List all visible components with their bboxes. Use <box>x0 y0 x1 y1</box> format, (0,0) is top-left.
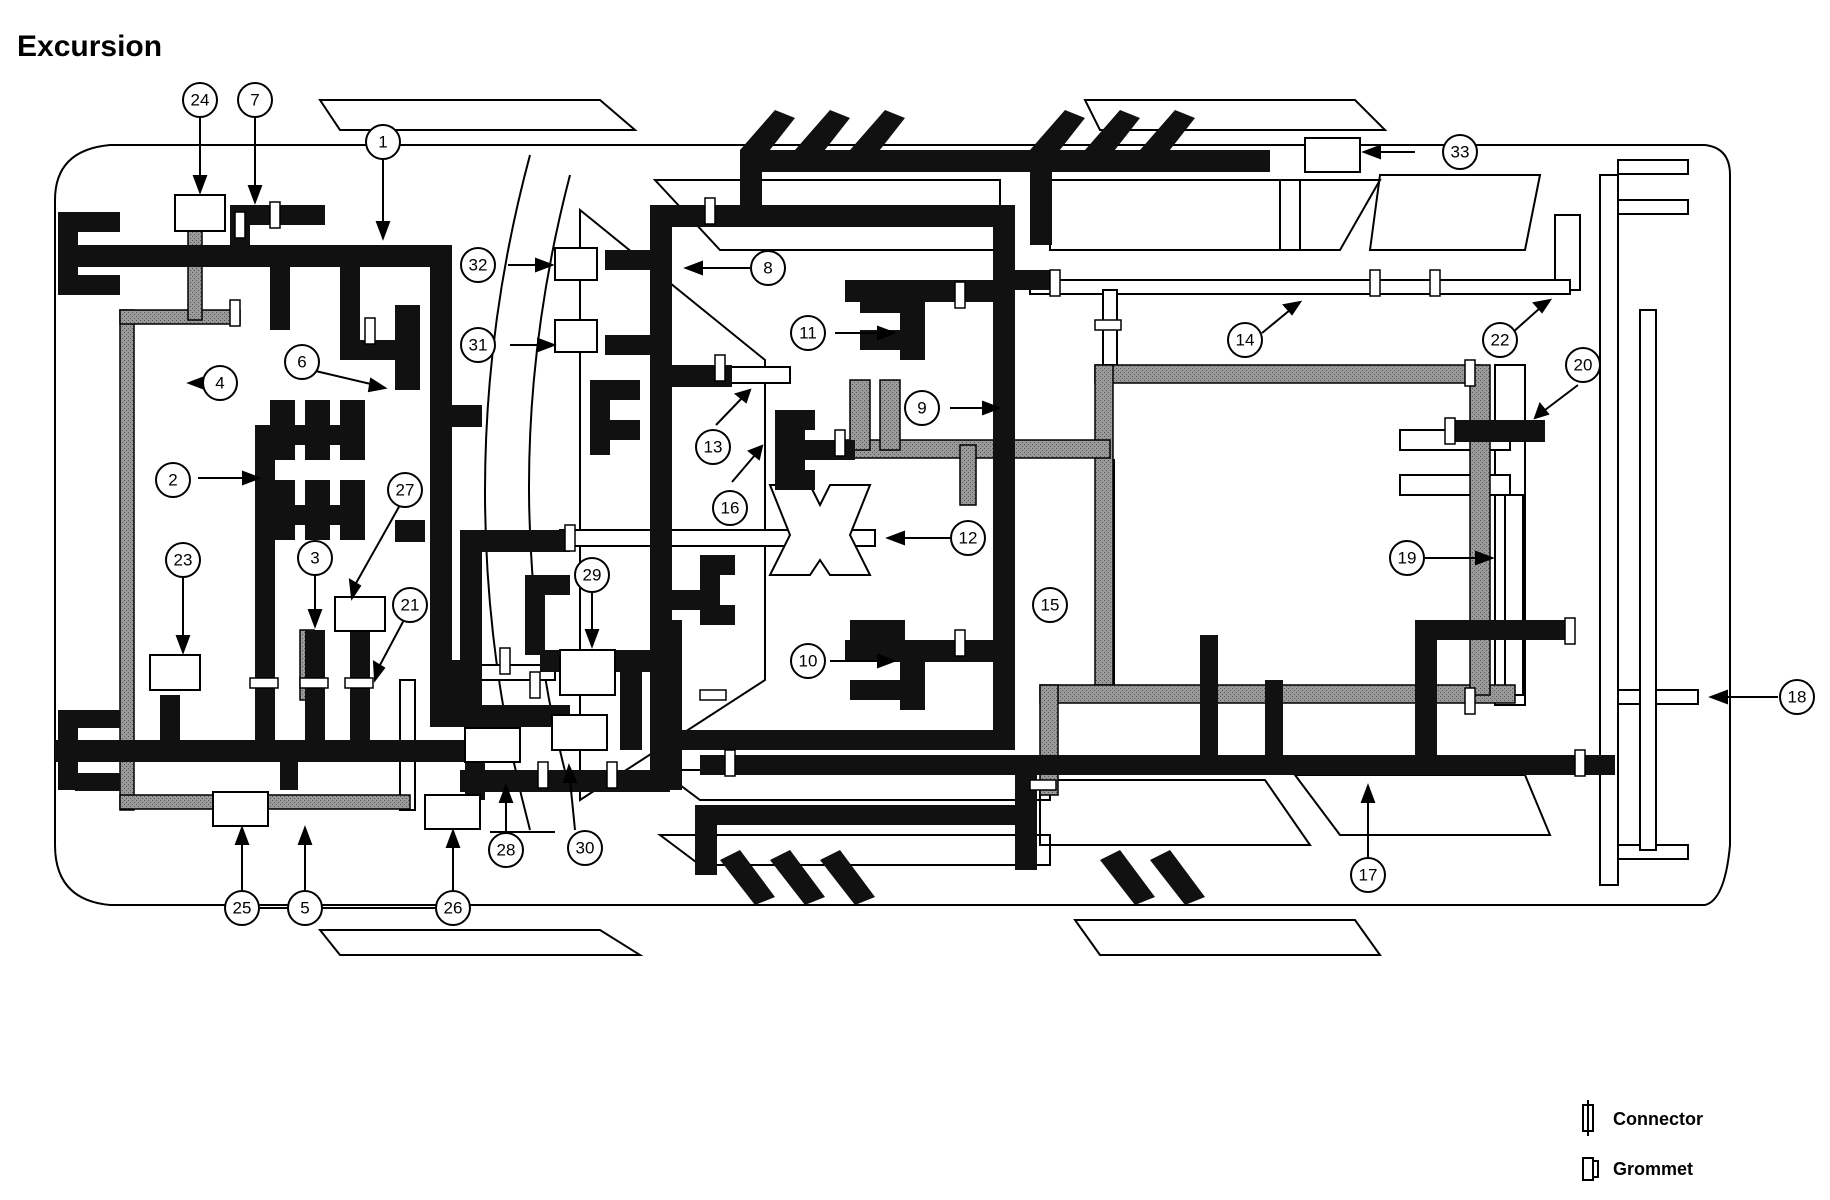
callout-label-5: 5 <box>300 899 309 918</box>
callout-label-27: 27 <box>396 481 415 500</box>
vehicle-body <box>54 99 1731 956</box>
callout-label-10: 10 <box>799 652 818 671</box>
callout-6 <box>284 344 320 380</box>
callout-label-25: 25 <box>233 899 252 918</box>
callout-17 <box>1350 857 1386 893</box>
callout-11 <box>790 315 826 351</box>
callout-9 <box>904 390 940 426</box>
legend-grommet-label: Grommet <box>1613 1159 1693 1179</box>
callout-1 <box>365 124 401 160</box>
callout-label-31: 31 <box>469 336 488 355</box>
callout-label-6: 6 <box>297 353 306 372</box>
callout-4 <box>202 365 238 401</box>
callout-label-12: 12 <box>959 529 978 548</box>
callout-label-17: 17 <box>1359 866 1378 885</box>
callout-25 <box>224 890 260 926</box>
callout-12 <box>950 520 986 556</box>
callout-26 <box>435 890 471 926</box>
callout-23 <box>165 542 201 578</box>
callout-24 <box>182 82 218 118</box>
callout-label-23: 23 <box>174 551 193 570</box>
callout-27 <box>387 472 423 508</box>
callout-label-20: 20 <box>1574 356 1593 375</box>
black-harness <box>55 110 1615 905</box>
callout-label-28: 28 <box>497 841 516 860</box>
callout-8 <box>750 250 786 286</box>
white-harness <box>399 159 1699 886</box>
callout-14 <box>1227 322 1263 358</box>
legend-connector-label: Connector <box>1613 1109 1703 1129</box>
callout-label-18: 18 <box>1788 688 1807 707</box>
callout-13 <box>695 429 731 465</box>
callout-33 <box>1442 134 1478 170</box>
callout-label-14: 14 <box>1236 331 1255 350</box>
connector-icon <box>1582 1100 1594 1136</box>
callout-30 <box>567 830 603 866</box>
callout-28 <box>488 832 524 868</box>
callout-label-2: 2 <box>168 471 177 490</box>
callout-label-26: 26 <box>444 899 463 918</box>
callout-label-19: 19 <box>1398 549 1417 568</box>
callout-label-13: 13 <box>704 438 723 457</box>
callout-label-30: 30 <box>576 839 595 858</box>
callout-21 <box>392 587 428 623</box>
legend: Connector Grommet <box>1582 1100 1703 1181</box>
callout-7 <box>237 82 273 118</box>
callout-22 <box>1482 322 1518 358</box>
callout-29 <box>574 557 610 593</box>
callout-label-3: 3 <box>310 549 319 568</box>
callouts <box>155 82 1815 926</box>
callout-label-21: 21 <box>401 596 420 615</box>
callout-5 <box>287 890 323 926</box>
callout-18 <box>1779 679 1815 715</box>
callout-label-22: 22 <box>1491 331 1510 350</box>
callout-label-8: 8 <box>763 259 772 278</box>
callout-31 <box>460 327 496 363</box>
page-title: Excursion <box>17 30 163 63</box>
callout-32 <box>460 247 496 283</box>
connectors <box>229 197 1586 791</box>
callout-label-24: 24 <box>191 91 210 110</box>
leader-lines <box>175 117 1778 909</box>
modules <box>149 137 1361 830</box>
callout-10 <box>790 643 826 679</box>
grommet-icon <box>1582 1157 1599 1181</box>
callout-label-32: 32 <box>469 256 488 275</box>
callout-label-33: 33 <box>1451 143 1470 162</box>
callout-label-7: 7 <box>250 91 259 110</box>
callout-20 <box>1565 347 1601 383</box>
callout-label-11: 11 <box>799 324 817 343</box>
callout-3 <box>297 540 333 576</box>
callout-19 <box>1389 540 1425 576</box>
callout-label-1: 1 <box>378 133 387 152</box>
callout-15 <box>1032 587 1068 623</box>
callout-2 <box>155 462 191 498</box>
callout-16 <box>712 490 748 526</box>
callout-label-9: 9 <box>917 399 926 418</box>
callout-label-16: 16 <box>721 499 740 518</box>
callout-label-29: 29 <box>583 566 602 585</box>
callout-label-4: 4 <box>215 374 224 393</box>
callout-label-15: 15 <box>1041 596 1060 615</box>
